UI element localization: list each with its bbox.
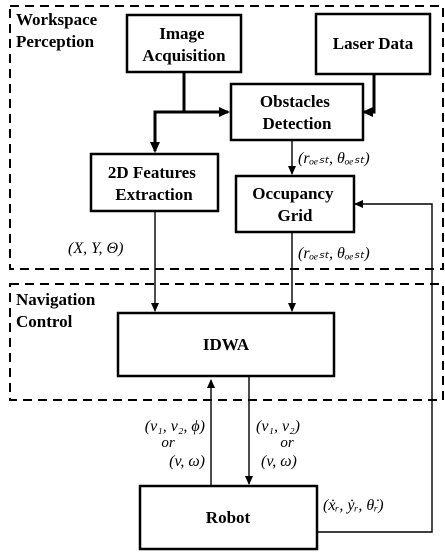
robot-box: Robot (138, 484, 319, 551)
features-extraction-line-2: Extraction (115, 185, 193, 204)
navigation-section-frame (9, 283, 444, 401)
perception-section-title: Workspace Perception (16, 10, 101, 51)
image-acquisition-box: Image Acquisition (125, 13, 243, 74)
laser-data-box: Laser Data (314, 12, 432, 76)
image-acquisition-line-1: Image (159, 24, 205, 43)
features-extraction-box: 2D Features Extraction (89, 152, 220, 213)
occupancy-grid-line-2: Grid (278, 206, 313, 225)
laser-to-obstacles-arrow (362, 74, 376, 117)
perception-title-line-1: Workspace (16, 10, 98, 29)
obstacle-polar-label-bottom: (rₒₑₛₜ, θₒₑₛₜ) (298, 245, 370, 262)
pose-label: (X, Y, Θ) (68, 240, 123, 257)
robot-velocity-state-label: (ẋᵣ, ẏᵣ, θ̇ᵣ) (323, 497, 384, 514)
svg-text:Laser Data: Laser Data (333, 34, 414, 53)
left-command-label-1: (v₁, v₂, ϕ) (145, 418, 205, 435)
obstacles-detection-line-2: Detection (263, 114, 332, 133)
right-or-label: or (280, 435, 294, 451)
laser-data-line-1: Laser Data (333, 34, 414, 53)
navigation-section-title: Navigation Control (16, 290, 100, 331)
svg-text:Obstacles Detection: Obstacles Detection (260, 92, 334, 133)
features-extraction-line-1: 2D Features (108, 163, 196, 182)
robot-to-grid-feedback-arrow (317, 200, 433, 533)
perception-title-line-2: Perception (16, 32, 95, 51)
image-acquisition-line-2: Acquisition (142, 46, 226, 65)
obstacle-polar-label-top: (rₒₑₛₜ, θₒₑₛₜ) (298, 150, 370, 167)
right-command-label-1: (v₁, v₂) (256, 418, 300, 435)
occupancy-grid-box: Occupancy Grid (234, 174, 356, 234)
idwa-box: IDWA (116, 311, 336, 378)
navigation-title-line-2: Control (16, 312, 73, 331)
perception-section-frame (9, 5, 444, 270)
svg-text:Occupancy Grid: Occupancy Grid (252, 184, 337, 225)
svg-text:IDWA: IDWA (203, 335, 250, 354)
svg-text:2D Features Extraction: 2D Features Extraction (108, 163, 200, 204)
obstacles-detection-line-1: Obstacles (260, 92, 330, 111)
svg-text:Robot: Robot (206, 508, 251, 527)
obstacles-detection-box: Obstacles Detection (229, 82, 365, 142)
idwa-label: IDWA (203, 335, 250, 354)
robot-label: Robot (206, 508, 251, 527)
left-command-label-2: (v, ω) (169, 453, 205, 470)
navigation-title-line-1: Navigation (16, 290, 96, 309)
occupancy-grid-line-1: Occupancy (252, 184, 334, 203)
svg-text:Image Acquisition: Image Acquisition (142, 24, 226, 65)
left-or-label: or (161, 435, 175, 451)
right-command-label-2: (v, ω) (261, 453, 297, 470)
image-to-features-arrow (150, 72, 186, 153)
